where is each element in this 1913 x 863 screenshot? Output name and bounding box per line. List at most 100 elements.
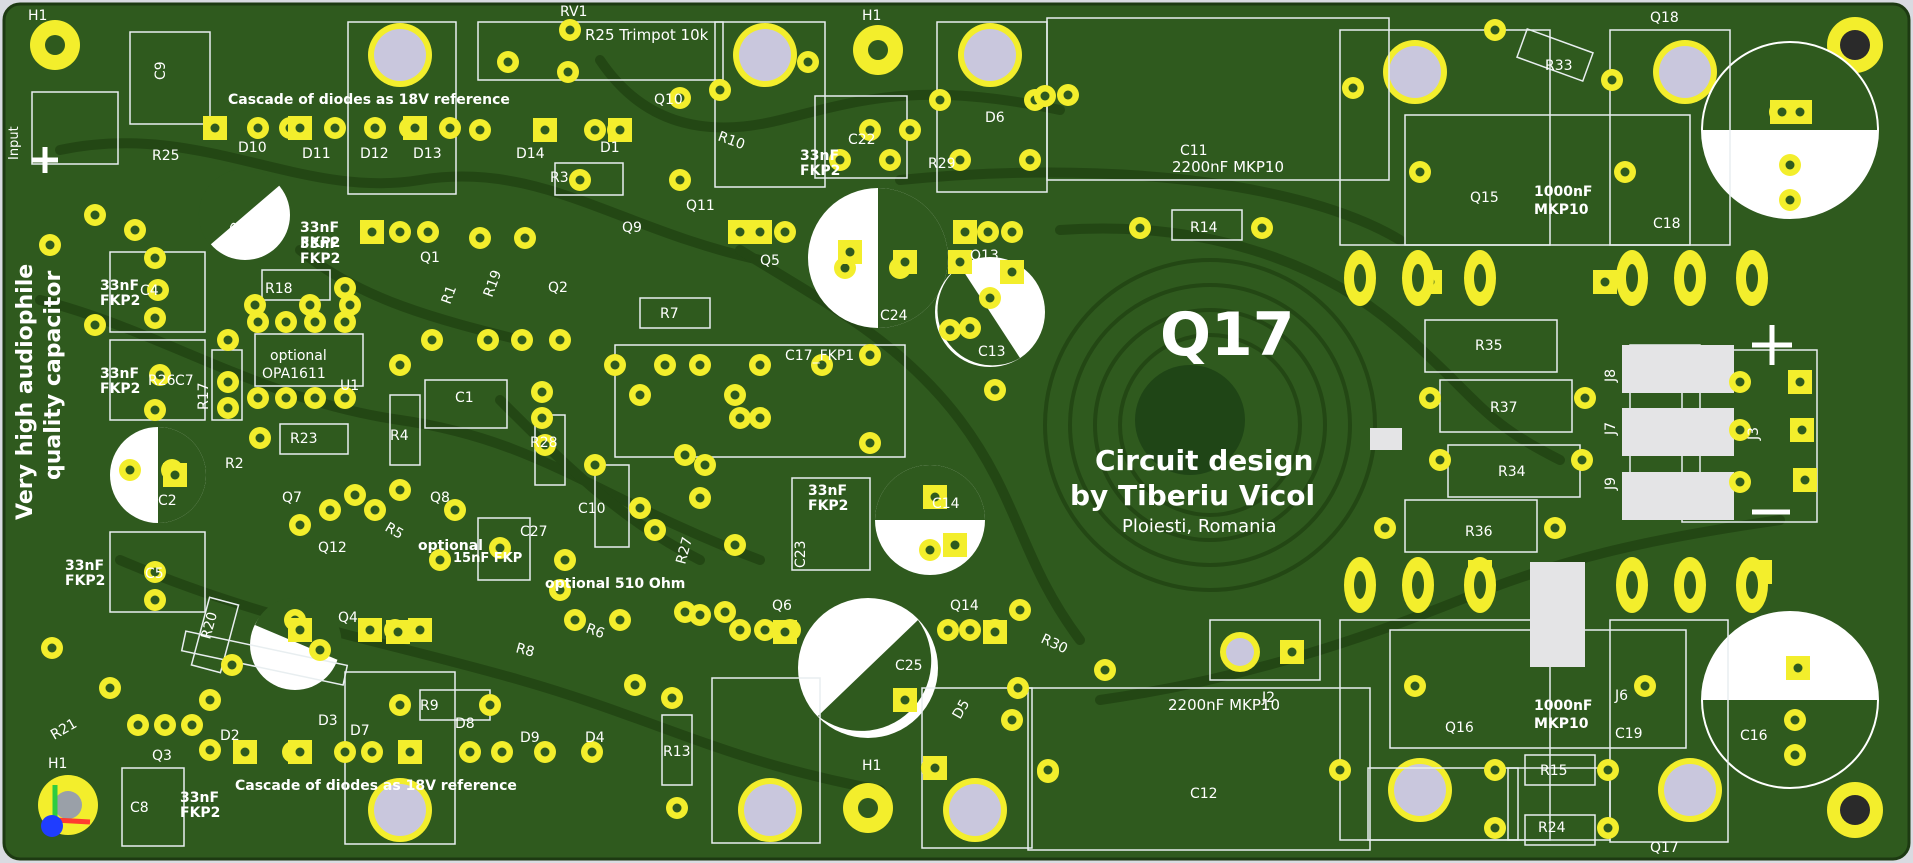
designator-label: U1 bbox=[340, 378, 359, 394]
drill-hole bbox=[1490, 765, 1500, 775]
cascade-top-label: Cascade of diodes as 18V reference bbox=[228, 92, 510, 108]
drill-hole bbox=[900, 695, 910, 705]
drill-hole bbox=[1640, 681, 1650, 691]
drill-hole bbox=[667, 693, 677, 703]
designator-label: Q1 bbox=[420, 250, 440, 266]
drill-hole bbox=[1797, 425, 1807, 435]
drill-slot bbox=[1412, 571, 1424, 599]
drill-hole bbox=[1007, 227, 1017, 237]
designator-label: Q13 bbox=[970, 248, 999, 264]
drill-hole bbox=[587, 747, 597, 757]
drill-hole bbox=[1415, 167, 1425, 177]
drill-hole bbox=[695, 493, 705, 503]
designator-label: D3 bbox=[318, 713, 338, 729]
designator-label: R24 bbox=[1538, 820, 1566, 836]
designator-label: C10 bbox=[578, 501, 606, 517]
designator-label: D9 bbox=[520, 730, 540, 746]
drill-hole bbox=[45, 240, 55, 250]
side-text-line1: Very high audiophile bbox=[13, 264, 38, 520]
drill-hole bbox=[1550, 523, 1560, 533]
mounting-hole-top-mid bbox=[853, 25, 903, 75]
drill-slot bbox=[1474, 264, 1486, 292]
designator-label: C13 bbox=[978, 344, 1006, 360]
drill-hole bbox=[395, 360, 405, 370]
drill-hole bbox=[1790, 750, 1800, 760]
drill-hole bbox=[935, 95, 945, 105]
drill-hole bbox=[760, 625, 770, 635]
credit-line2: by Tiberiu Vicol bbox=[1070, 479, 1315, 512]
drill-hole bbox=[223, 377, 233, 387]
drill-hole bbox=[985, 293, 995, 303]
drill-hole bbox=[187, 720, 197, 730]
designator-label: D4 bbox=[585, 730, 605, 746]
drill-slot bbox=[1684, 571, 1696, 599]
designator-label: Q18 bbox=[1650, 10, 1679, 26]
drill-hole bbox=[1287, 647, 1297, 657]
drill-hole bbox=[555, 335, 565, 345]
designator-label: C16 bbox=[1740, 728, 1768, 744]
drill-hole bbox=[983, 227, 993, 237]
drill-hole bbox=[630, 680, 640, 690]
drill-hole bbox=[955, 257, 965, 267]
mounting-hole-bottom-right bbox=[1827, 782, 1883, 838]
designator-label: Q5 bbox=[760, 253, 780, 269]
designator-label: Q14 bbox=[950, 598, 979, 614]
drill-hole bbox=[153, 285, 163, 295]
designator-label: D7 bbox=[350, 723, 370, 739]
electrolytic-caps bbox=[110, 41, 1879, 789]
drill-hole bbox=[1795, 377, 1805, 387]
polarity-marks bbox=[32, 147, 1792, 515]
drill-hole bbox=[223, 335, 233, 345]
designator-label: RV1 bbox=[560, 4, 587, 20]
drill-hole bbox=[205, 745, 215, 755]
drill-hole bbox=[615, 615, 625, 625]
designator-label: R29 bbox=[928, 156, 956, 172]
drill-hole bbox=[780, 627, 790, 637]
designator-label: J3 bbox=[1746, 427, 1762, 441]
drill-hole bbox=[885, 155, 895, 165]
designator-label: C22 bbox=[848, 132, 876, 148]
designator-label: Q10 bbox=[654, 92, 683, 108]
drill-hole bbox=[780, 227, 790, 237]
drill-hole bbox=[1040, 91, 1050, 101]
drill-slot bbox=[1626, 264, 1638, 292]
drill-hole bbox=[295, 625, 305, 635]
drill-hole bbox=[485, 700, 495, 710]
silkscreen-text: Q17 Circuit design by Tiberiu Vicol Ploi… bbox=[7, 26, 1593, 794]
drill-hole bbox=[210, 123, 220, 133]
drill-hole bbox=[650, 525, 660, 535]
drill-hole bbox=[865, 125, 875, 135]
cascade-bottom-label: Cascade of diodes as 18V reference bbox=[235, 778, 517, 794]
drill-hole bbox=[310, 317, 320, 327]
drill-hole bbox=[1785, 195, 1795, 205]
drill-hole bbox=[340, 283, 350, 293]
drill-hole bbox=[1435, 455, 1445, 465]
drill-hole bbox=[423, 227, 433, 237]
drill-hole bbox=[367, 227, 377, 237]
designator-label: R25 bbox=[152, 148, 180, 164]
capacitor-value-label: FKP2 bbox=[808, 498, 848, 514]
drill-hole bbox=[340, 393, 350, 403]
drill-hole bbox=[483, 335, 493, 345]
drill-hole bbox=[1735, 377, 1745, 387]
drill-hole bbox=[1135, 223, 1145, 233]
drill-hole bbox=[590, 460, 600, 470]
drill-hole bbox=[395, 700, 405, 710]
designator-label: Q8 bbox=[430, 490, 450, 506]
cap-c24 bbox=[808, 188, 948, 328]
drill-hole bbox=[755, 227, 765, 237]
drill-hole bbox=[315, 645, 325, 655]
drill-hole bbox=[680, 607, 690, 617]
cap-c13 bbox=[935, 257, 1045, 367]
drill-hole bbox=[150, 595, 160, 605]
drill-hole bbox=[1007, 715, 1017, 725]
drill-hole bbox=[1795, 107, 1805, 117]
drill-hole bbox=[1007, 267, 1017, 277]
drill-hole bbox=[1257, 223, 1267, 233]
designator-label: R2 bbox=[225, 456, 244, 472]
axis-gizmo-icon[interactable] bbox=[41, 785, 91, 837]
designator-label: Q2 bbox=[548, 280, 568, 296]
drill-hole bbox=[170, 470, 180, 480]
